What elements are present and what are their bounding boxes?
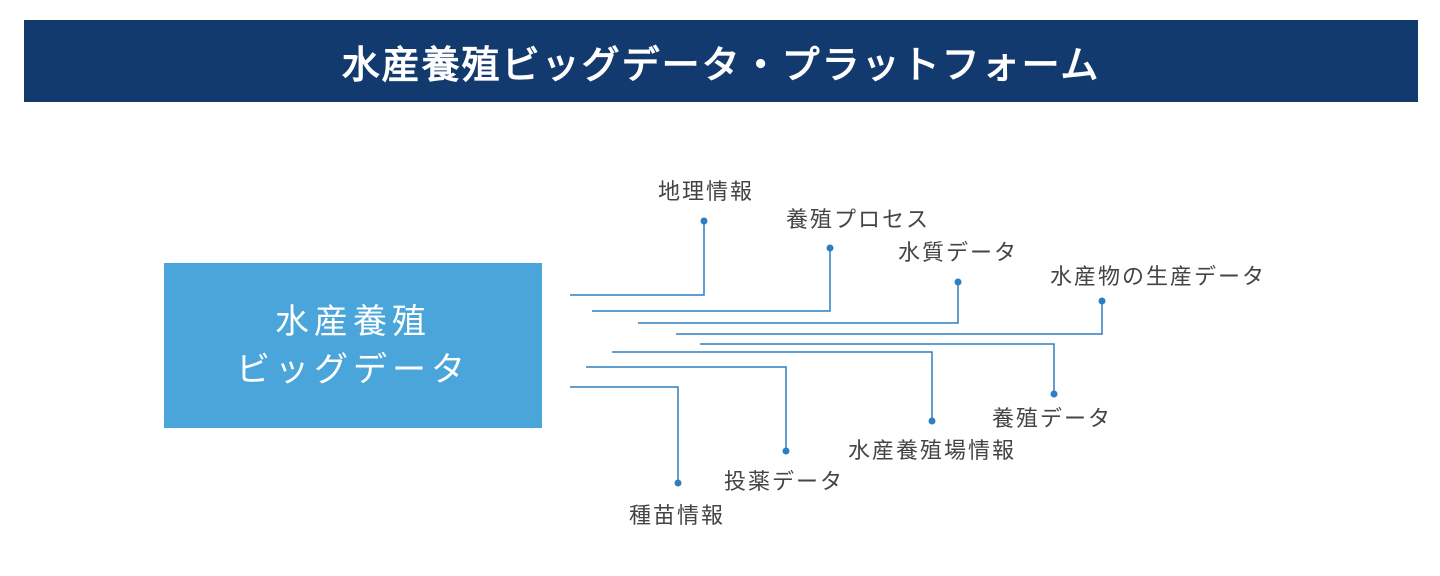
node-label-culture-data: 養殖データ [991,407,1113,432]
node-label-culture-process: 養殖プロセス [785,208,931,233]
node-label-seedling: 種苗情報 [628,504,726,529]
connector-medication [586,366,787,451]
page-title: 水産養殖ビッグデータ・プラットフォーム [341,42,1101,87]
node-label-water-quality: 水質データ [897,241,1019,266]
connector-culture-process [592,248,831,312]
connector-dot-medication [782,447,790,455]
connector-dot-culture-data [1050,390,1058,398]
page-header: 水産養殖ビッグデータ・プラットフォーム [24,20,1418,102]
central-node-label-line1: 水産養殖 [275,301,431,342]
connector-seedling [570,386,679,483]
connector-dot-production [1098,297,1106,305]
connector-geography [570,221,705,296]
node-label-production: 水産物の生産データ [1049,265,1267,290]
connector-dot-farm-info [928,417,936,425]
node-label-farm-info: 水産養殖場情報 [847,439,1017,464]
central-node: 水産養殖 ビッグデータ [164,263,542,428]
node-label-geography: 地理情報 [657,180,755,205]
connector-water-quality [638,282,959,324]
connector-production [676,301,1103,335]
connector-dot-culture-process [826,244,834,252]
connector-dot-geography [700,217,708,225]
connector-farm-info [612,351,933,421]
connector-dot-seedling [674,479,682,487]
connector-dot-water-quality [954,278,962,286]
node-label-medication: 投薬データ [723,470,845,495]
connector-culture-data [700,343,1055,394]
central-node-label-line2: ビッグデータ [236,349,470,390]
